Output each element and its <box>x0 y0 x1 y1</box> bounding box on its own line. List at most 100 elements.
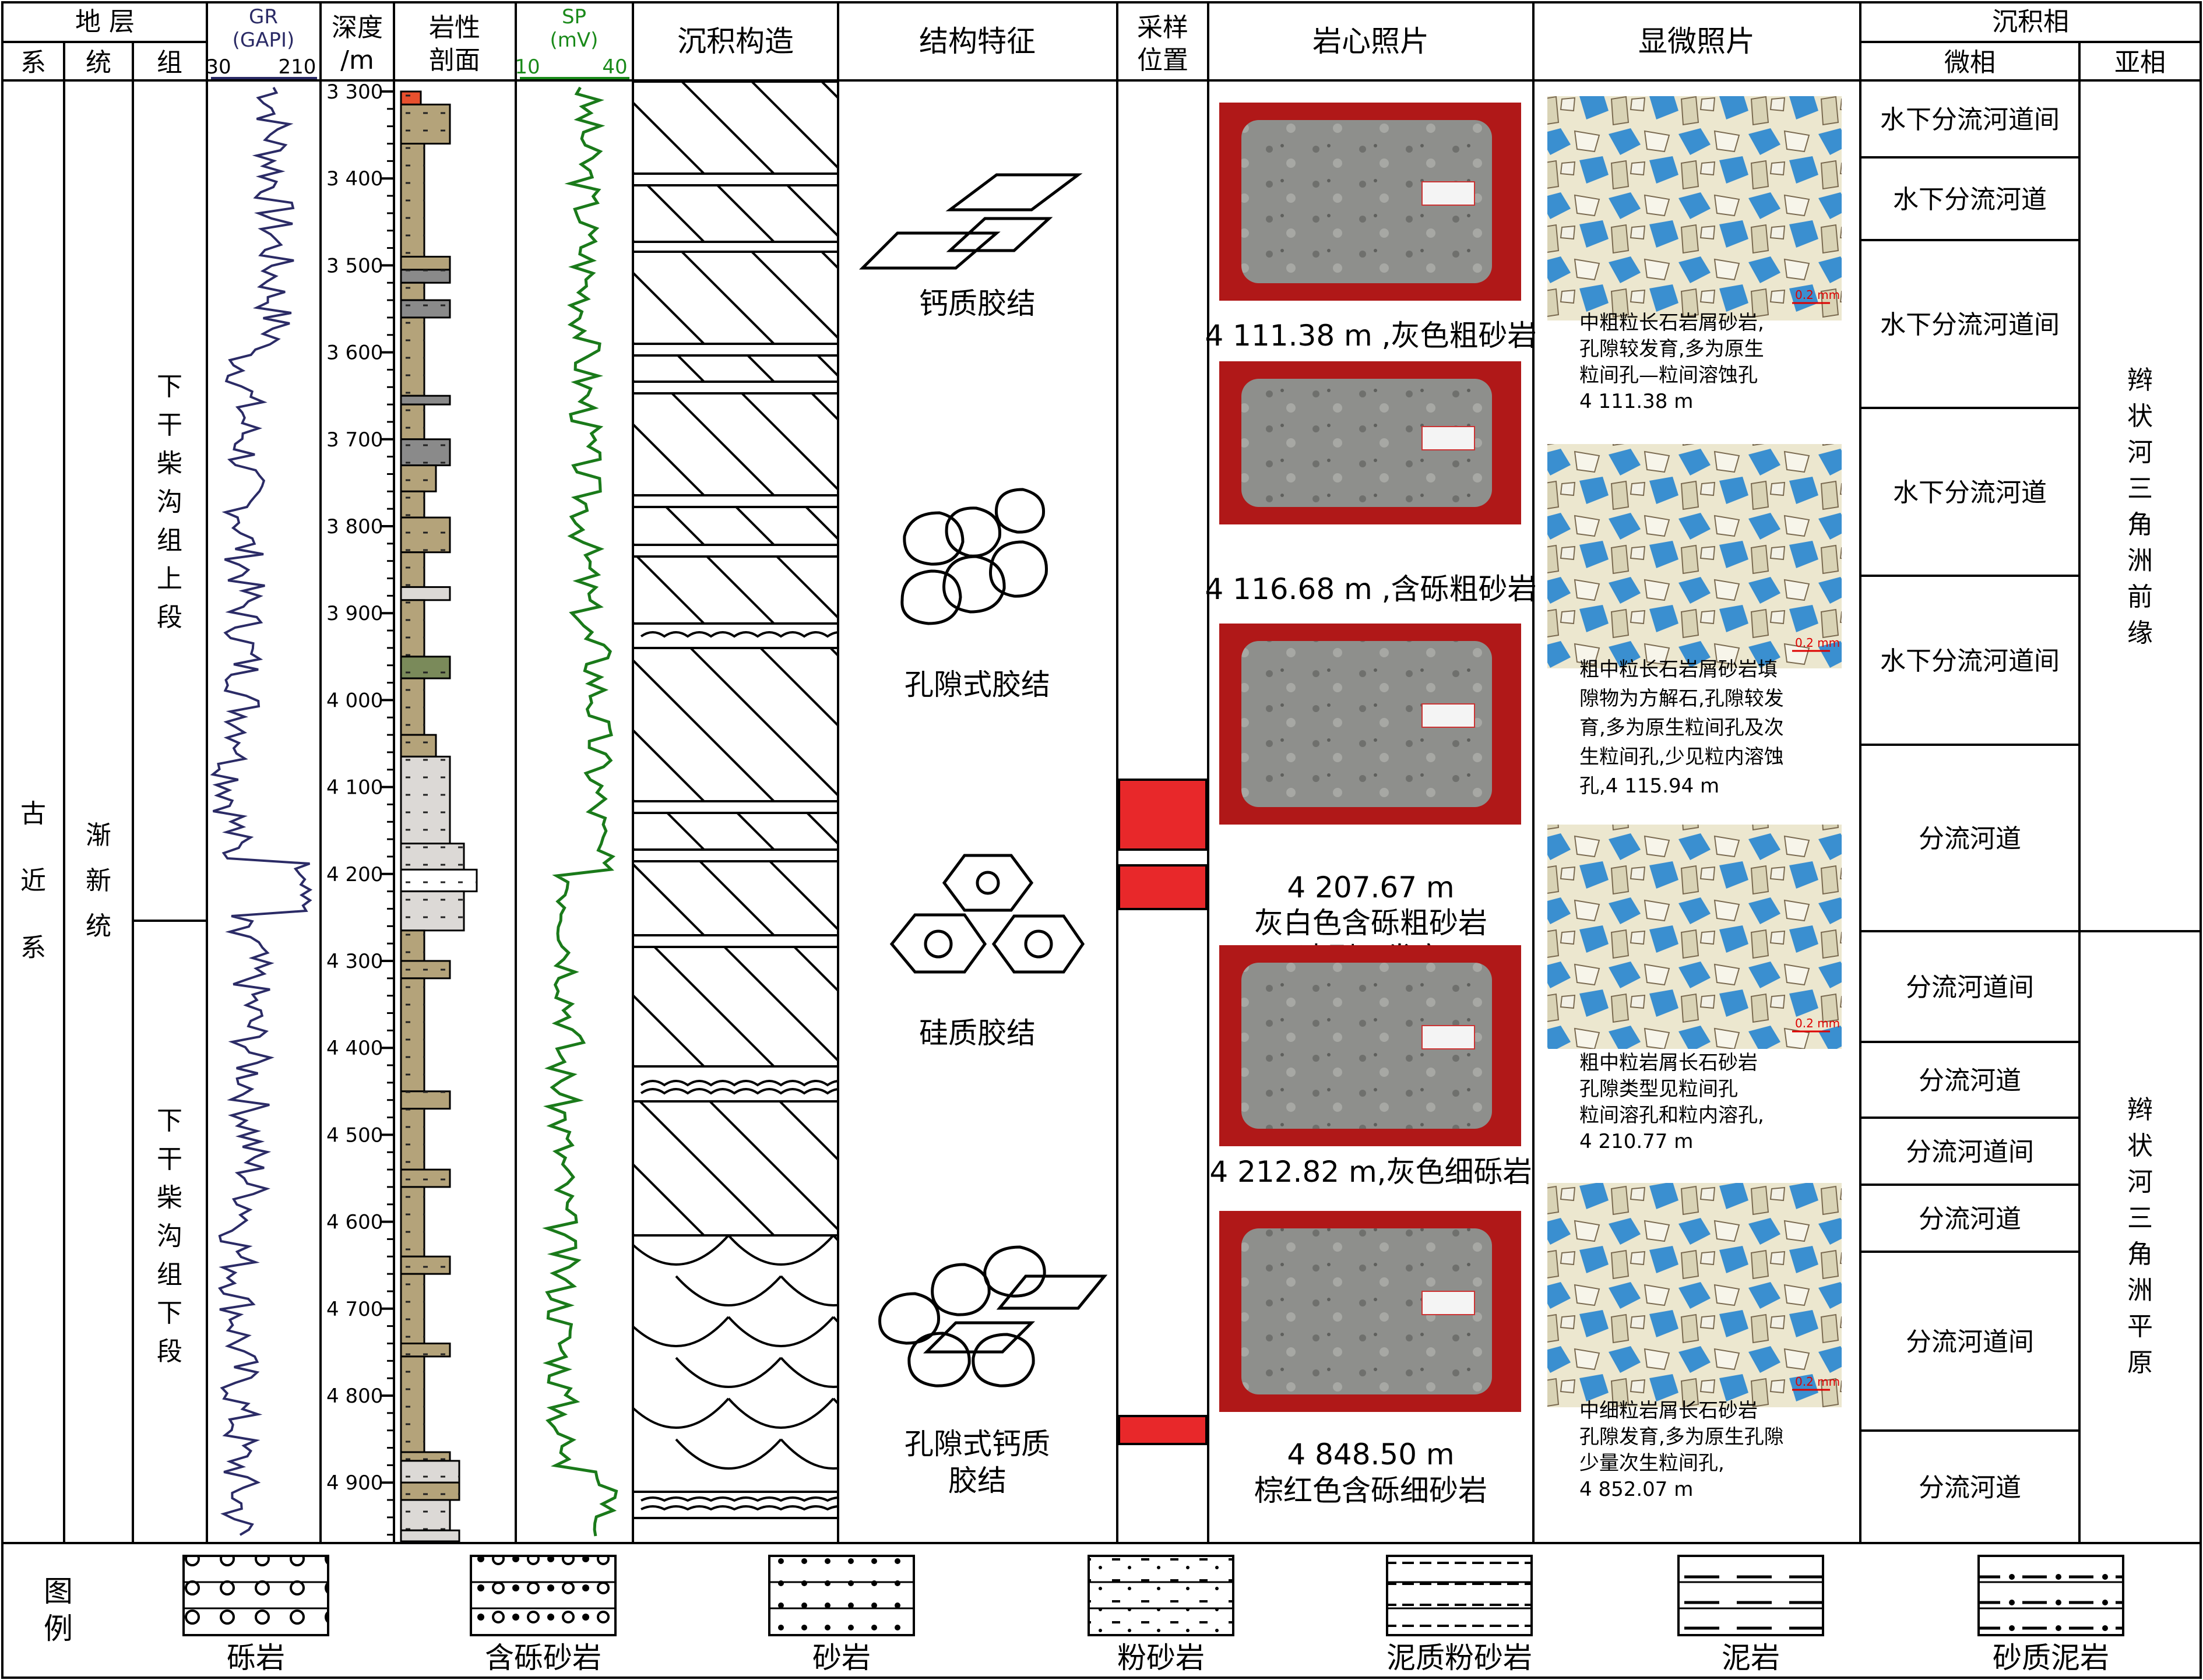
lithology-layer-pattern <box>401 1356 424 1452</box>
formation-upper-label-char: 上 <box>157 564 182 594</box>
sample-mark-2 <box>1118 864 1208 910</box>
lithology-layer-pattern <box>401 1170 450 1187</box>
texture-labels: 钙质胶结 孔隙式胶结 硅质胶结 孔隙式钙质 胶结 <box>905 287 1050 1498</box>
formation-lower-label-char: 干 <box>157 1144 182 1174</box>
legend-item: 粉砂岩 <box>1088 1555 1234 1675</box>
lithology-layer-pattern <box>401 1460 459 1483</box>
cross-bedding <box>741 392 837 490</box>
legend-item: 砾岩 <box>182 1555 329 1675</box>
micro-caption: 4 111.38 m <box>1579 390 1693 413</box>
cross-bedding <box>759 647 837 726</box>
legend-label: 含砾砂岩 <box>485 1641 601 1675</box>
lithology-layer-pattern <box>401 1274 424 1344</box>
thin-section-image <box>1547 825 1842 1049</box>
series-label-char: 统 <box>86 911 111 941</box>
cross-bedding <box>689 647 837 796</box>
cross-bedding <box>805 506 837 540</box>
cross-bedding <box>747 354 775 383</box>
legend-item: 泥质粉砂岩 <box>1386 1555 1533 1675</box>
lithology-layer-pattern <box>401 465 436 492</box>
wavy-bedding <box>641 1496 837 1502</box>
cross-bedding <box>634 543 635 545</box>
header-subfacies: 亚相 <box>2114 48 2166 78</box>
micro-caption: 4 852.07 m <box>1579 1478 1693 1501</box>
depth-tick-label: 3 900 <box>326 602 383 625</box>
core-photo: 4 111.38 m ,灰色粗砂岩 <box>1205 103 1537 353</box>
system-label-char: 近 <box>20 866 46 896</box>
cross-bedding <box>634 102 705 175</box>
microfacies-label: 分流河道 <box>1919 1066 2021 1096</box>
lithology-layer-pattern <box>401 1091 450 1109</box>
trough-cross-bedding <box>727 1234 835 1266</box>
depth-tick-label: 4 400 <box>326 1037 383 1060</box>
wavy-bedding <box>641 1505 837 1511</box>
system-label-char: 系 <box>20 933 46 963</box>
legend: 图 例 砾岩含砾砂岩砂岩粉砂岩泥质粉砂岩泥岩砂质泥岩 <box>44 1555 2124 1675</box>
thin-section-image <box>1547 1183 1842 1407</box>
cross-bedding <box>634 1164 705 1237</box>
formation-lower-label-char: 下 <box>157 1298 182 1328</box>
cross-bedding <box>634 622 635 624</box>
lithology-layer-pattern <box>401 317 424 396</box>
core-sample-cylinder <box>1241 120 1492 283</box>
header-lithology-1: 岩性 <box>429 13 480 43</box>
core-caption: 4 212.82 m,灰色细砾岩 <box>1209 1155 1532 1189</box>
subfacies-label-char: 三 <box>2127 474 2153 503</box>
header-series: 统 <box>86 48 111 78</box>
cross-bedding <box>653 946 775 1068</box>
micro-caption: 孔,4 115.94 m <box>1579 774 1719 798</box>
micro-caption: 4 210.77 m <box>1579 1130 1693 1153</box>
cross-bedding <box>634 424 705 496</box>
cross-bedding <box>817 354 837 376</box>
cross-bedding <box>634 494 635 495</box>
lithology-layer-pattern <box>401 396 450 405</box>
microfacies-label: 分流河道 <box>1919 1473 2021 1503</box>
cross-bedding <box>706 555 775 625</box>
scale-bar-label: 0.2 mm <box>1795 1375 1840 1389</box>
cross-bedding <box>723 946 837 1061</box>
cross-bedding <box>811 392 837 420</box>
micro-caption: 粒间孔—粒间溶蚀孔 <box>1579 364 1758 387</box>
cross-bedding <box>751 251 837 339</box>
cross-bedding <box>665 506 705 546</box>
legend-item: 泥岩 <box>1677 1555 1824 1675</box>
header-gr-name: GR <box>249 5 278 29</box>
subfacies-label-char: 角 <box>2127 1239 2153 1269</box>
porous-calcite-cement-symbol <box>878 1245 1108 1387</box>
legend-swatch <box>1977 1555 2124 1636</box>
lithology-layer-pattern <box>401 1343 450 1357</box>
lithology-layer-pattern <box>401 656 450 679</box>
trough-cross-bedding <box>634 1234 730 1266</box>
header-lithology-2: 剖面 <box>429 45 480 75</box>
gr-curve <box>210 87 313 1536</box>
cross-bedding <box>666 812 705 851</box>
legend-label: 粉砂岩 <box>1117 1641 1205 1675</box>
legend-label: 砾岩 <box>227 1641 285 1675</box>
header-core-photo: 岩心照片 <box>1312 24 1429 58</box>
lithology-layer-pattern <box>401 1530 459 1541</box>
microfacies-label: 分流河道间 <box>1906 1137 2034 1167</box>
wavy-bedding <box>640 631 837 638</box>
subfacies-label-char: 三 <box>2127 1203 2153 1233</box>
header-sp-max: 40 <box>602 55 627 79</box>
depth-tick-label: 4 800 <box>326 1385 383 1408</box>
header-micro-photo: 显微照片 <box>1638 24 1755 58</box>
lithology-layer-pattern <box>401 439 450 466</box>
sample-mark-1 <box>1118 779 1208 851</box>
micro-caption: 粗中粒岩屑长石砂岩 <box>1579 1051 1758 1075</box>
subfacies-label-char: 状 <box>2127 1131 2153 1161</box>
cross-bedding <box>677 354 705 383</box>
cross-bedding <box>779 1100 837 1160</box>
formation-lower-label-char: 柴 <box>157 1183 182 1213</box>
lithology-layer-pattern <box>401 283 424 301</box>
legend-label: 砂质泥岩 <box>1993 1641 2109 1675</box>
cross-bedding <box>681 251 775 345</box>
subfacies-label-char: 洲 <box>2127 546 2153 576</box>
core-caption: 4 207.67 m <box>1287 871 1454 904</box>
